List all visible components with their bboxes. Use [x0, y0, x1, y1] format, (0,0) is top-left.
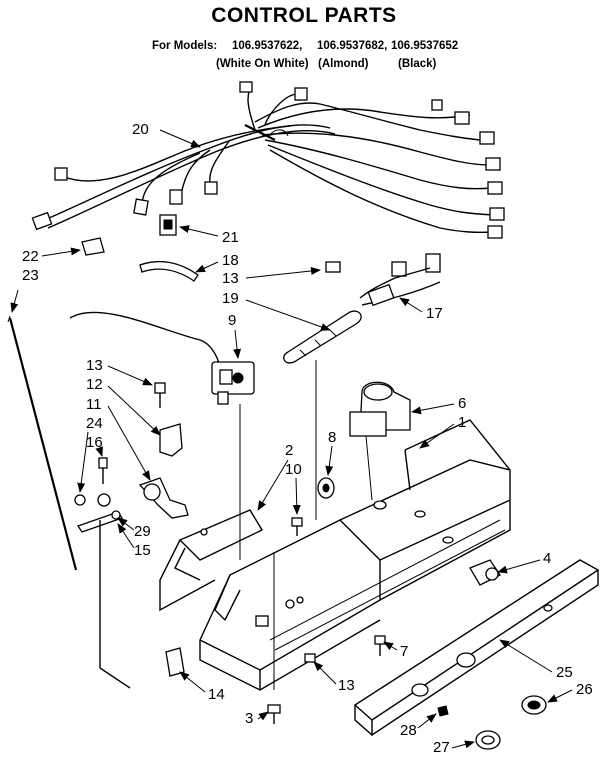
callout-22: 22	[22, 248, 39, 265]
clip-part-14	[165, 647, 185, 677]
callout-8: 8	[328, 429, 336, 446]
thermostat-part-9	[69, 311, 255, 405]
bracket-part-2	[159, 509, 263, 612]
rod-part-23	[7, 315, 78, 571]
callout-15: 15	[134, 542, 151, 559]
callout-7: 7	[400, 643, 408, 660]
link-part-29-15	[76, 510, 131, 689]
callout-13-left: 13	[86, 357, 103, 374]
callout-4: 4	[543, 550, 551, 567]
knob-part-26	[521, 695, 547, 715]
callout-6: 6	[458, 395, 466, 412]
page-title: CONTROL PARTS	[211, 4, 397, 27]
model-number-white: 106.9537622,	[232, 40, 303, 52]
callout-13-bottom: 13	[338, 677, 355, 694]
callout-1: 1	[458, 414, 466, 431]
callout-3: 3	[245, 710, 253, 727]
socket-part-8	[317, 477, 335, 499]
washer-part-24	[74, 493, 111, 507]
models-label: For Models:	[152, 40, 218, 52]
callout-21: 21	[222, 229, 239, 246]
model-number-almond: 106.9537682,	[317, 40, 388, 52]
screw-part-7	[374, 635, 386, 656]
control-panel-part-25	[353, 559, 600, 737]
callout-17: 17	[426, 305, 443, 322]
callout-16: 16	[86, 434, 103, 451]
insert-part-28	[437, 705, 449, 717]
callout-26: 26	[576, 681, 593, 698]
callout-labels: 20 21 22 23 18 13 19 17 9 13 12 11	[10, 121, 593, 756]
finish-white-on-white: (White On White)	[216, 58, 309, 70]
screw-part-16	[98, 457, 108, 484]
callout-20: 20	[132, 121, 149, 138]
screw-part-10	[291, 517, 303, 536]
control-housing-part-1	[199, 419, 511, 691]
callout-13-top: 13	[222, 270, 239, 287]
callout-29: 29	[134, 523, 151, 540]
screw-part-13-bottom	[304, 653, 316, 663]
finish-black: (Black)	[398, 58, 437, 70]
wire-harness	[31, 81, 505, 239]
callout-24: 24	[86, 415, 103, 432]
clip-part-22	[81, 237, 105, 256]
screw-part-13-left	[154, 382, 166, 408]
callout-27: 27	[433, 739, 450, 756]
clip-part-21	[159, 214, 177, 236]
callout-12: 12	[86, 376, 103, 393]
callout-25: 25	[556, 664, 573, 681]
damper-part-11	[138, 477, 189, 519]
probe-part-19	[283, 310, 362, 364]
model-number-black: 106.9537652	[391, 40, 459, 52]
screw-part-13-top	[325, 261, 341, 273]
callout-10: 10	[285, 461, 302, 478]
knob-part-27	[475, 730, 501, 750]
callout-19: 19	[222, 290, 239, 307]
callout-23: 23	[22, 267, 39, 284]
callout-11: 11	[86, 396, 102, 413]
finish-almond: (Almond)	[318, 58, 369, 70]
callout-28: 28	[400, 722, 417, 739]
light-socket-part-4	[469, 559, 501, 586]
cold-control-part-6	[349, 381, 411, 501]
callout-2: 2	[285, 442, 293, 459]
thermistor-part-17	[359, 253, 441, 307]
callout-9: 9	[228, 312, 236, 329]
callout-14: 14	[208, 686, 225, 703]
bracket-part-12	[159, 423, 183, 457]
tube-part-18	[139, 261, 199, 282]
callout-18: 18	[222, 252, 239, 269]
screw-part-3	[267, 704, 281, 724]
